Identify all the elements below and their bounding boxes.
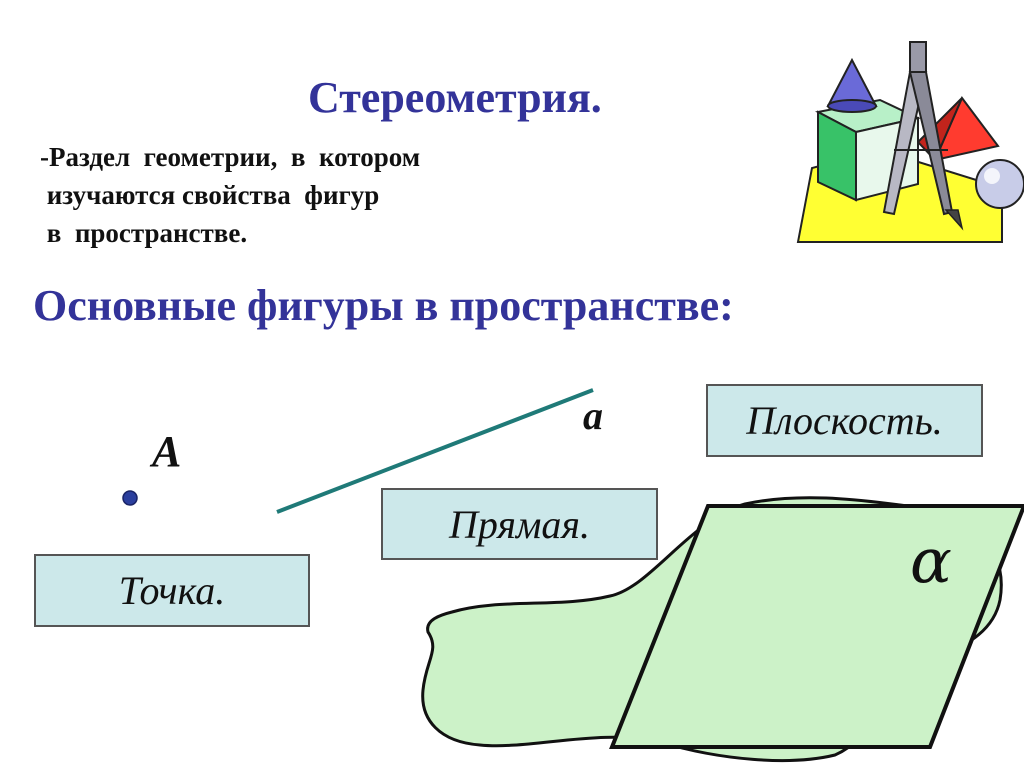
point-label: A — [152, 427, 182, 476]
line-label: a — [583, 393, 603, 438]
section-heading: Основные фигуры в пространстве: — [33, 281, 734, 330]
slide-title: Стереометрия. — [308, 73, 602, 122]
line-caption-box: Прямая. — [381, 488, 658, 560]
plane-caption-text: Плоскость. — [746, 398, 943, 443]
plane-parallelogram — [609, 504, 1024, 749]
line-a-shape — [276, 388, 594, 514]
point-a-dot — [122, 490, 138, 506]
plane-caption-box: Плоскость. — [706, 384, 983, 457]
point-caption-box: Точка. — [34, 554, 310, 627]
geometry-clipart-icon — [796, 41, 1024, 243]
plane-label: α — [910, 524, 952, 597]
line-caption-text: Прямая. — [448, 501, 591, 547]
definition-text: -Раздел геометрии, в котором изучаются с… — [40, 142, 421, 248]
point-caption-text: Точка. — [118, 568, 226, 613]
